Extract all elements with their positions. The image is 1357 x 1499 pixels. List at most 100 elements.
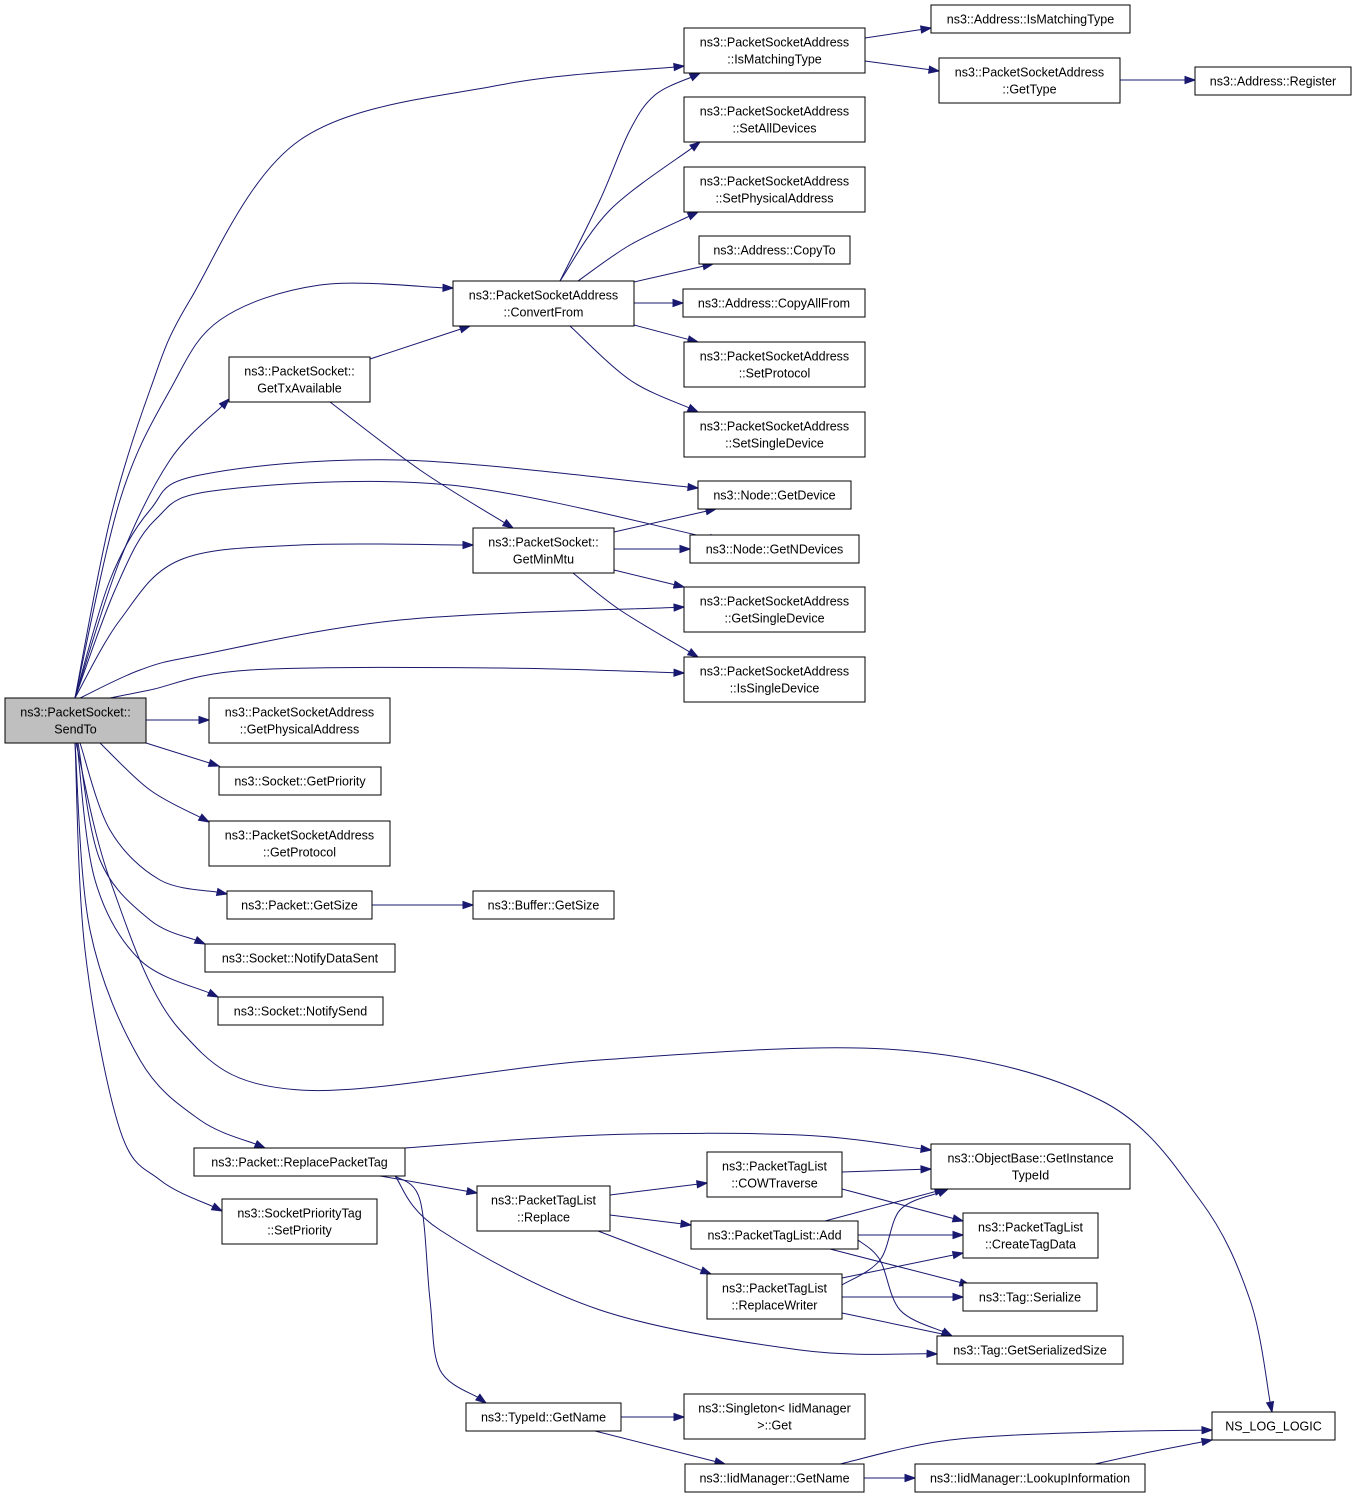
node-node-getdevice[interactable]: ns3::Node::GetDevice [697, 480, 852, 510]
node-pkttaglist-cowtraverse[interactable]: ns3::PacketTagList::COWTraverse [706, 1151, 843, 1198]
edge-line [633, 324, 691, 341]
edge-packet_replacepackettag-to-typeid_getname [394, 1175, 488, 1404]
edge-arrowhead [951, 1251, 965, 1260]
node-box [683, 411, 866, 458]
node-pkttaglist-add[interactable]: ns3::PacketTagList::Add [690, 1220, 859, 1250]
node-label-line: ns3::Singleton< IidManager [698, 1402, 851, 1416]
node-label-line: ::SetAllDevices [732, 122, 816, 136]
node-label-line: ::GetType [1002, 83, 1056, 97]
node-pktsockaddr-convertfrom[interactable]: ns3::PacketSocketAddress::ConvertFrom [452, 280, 635, 327]
edge-arrowhead [193, 935, 207, 945]
node-label-line: ::GetProtocol [263, 846, 336, 860]
node-label-line: ns3::Tag::Serialize [979, 1291, 1081, 1305]
node-pkttaglist-replacewriter[interactable]: ns3::PacketTagList::ReplaceWriter [706, 1273, 843, 1320]
edge-pkttaglist_replacewriter-to-tag_getserializedsize [841, 1312, 954, 1338]
edge-iidmanager_getname-to-iidmanager_lookupinformation [864, 1473, 917, 1483]
edge-arrowhead [1265, 1400, 1275, 1414]
edge-line [829, 1248, 963, 1284]
node-tag-getserializedsize[interactable]: ns3::Tag::GetSerializedSize [936, 1335, 1124, 1365]
node-pktsockaddr-getsingledevice[interactable]: ns3::PacketSocketAddress::GetSingleDevic… [683, 586, 866, 633]
node-label-line: ns3::Socket::NotifySend [234, 1005, 367, 1019]
node-iidmanager-lookupinformation[interactable]: ns3::IidManager::LookupInformation [914, 1463, 1146, 1493]
node-pktsock-gettxavailable[interactable]: ns3::PacketSocket::GetTxAvailable [228, 356, 371, 403]
node-pkttaglist-createtagdata[interactable]: ns3::PacketTagList::CreateTagData [962, 1212, 1099, 1259]
node-label-line: ns3::ObjectBase::GetInstance [947, 1152, 1113, 1166]
edge-line [74, 742, 216, 1208]
node-label-line: ::CreateTagData [985, 1238, 1076, 1252]
node-box [204, 943, 396, 973]
edge-sendto-to-pktsockaddr_convertfrom [74, 282, 455, 699]
node-iidmanager-getname[interactable]: ns3::IidManager::GetName [684, 1463, 865, 1493]
edge-pktsockaddr_convertfrom-to-pktsockaddr_setprotocol [633, 324, 700, 344]
edge-sendto-to-packet_getsize [79, 742, 229, 896]
node-addr-copyallfrom[interactable]: ns3::Address::CopyAllFrom [682, 288, 866, 318]
node-singleton-get[interactable]: ns3::Singleton< IidManager>::Get [683, 1393, 866, 1440]
edge-line [99, 742, 203, 819]
node-tag-serialize[interactable]: ns3::Tag::Serialize [962, 1282, 1098, 1312]
node-pktsockaddr-ismatchingtype[interactable]: ns3::PacketSocketAddress::IsMatchingType [683, 27, 866, 74]
node-pktsockaddr-getprotocol[interactable]: ns3::PacketSocketAddress::GetProtocol [208, 820, 391, 867]
node-sendto[interactable]: ns3::PacketSocket::SendTo [4, 697, 147, 744]
node-box [930, 4, 1131, 34]
node-label-line: ns3::PacketSocket:: [20, 706, 130, 720]
node-label-line: ns3::Buffer::GetSize [488, 899, 600, 913]
node-socket-notifysend[interactable]: ns3::Socket::NotifySend [217, 996, 384, 1026]
node-label-line: TypeId [1012, 1169, 1050, 1183]
node-label-line: ::COWTraverse [731, 1177, 817, 1191]
node-buffer-getsize[interactable]: ns3::Buffer::GetSize [472, 890, 615, 920]
edge-arrowhead [218, 397, 231, 410]
node-addr-ismatchingtype[interactable]: ns3::Address::IsMatchingType [930, 4, 1131, 34]
node-addr-copyto[interactable]: ns3::Address::CopyTo [698, 235, 851, 265]
edge-sendto-to-socket_notifysend [76, 742, 220, 998]
edge-line [74, 282, 446, 699]
edge-iidmanager_lookupinformation-to-ns_log_logic [1094, 1437, 1214, 1465]
edge-line [74, 742, 258, 1146]
node-packet-getsize[interactable]: ns3::Packet::GetSize [226, 890, 373, 920]
node-pkttaglist-replace[interactable]: ns3::PacketTagList::Replace [476, 1185, 611, 1232]
node-pktsockaddr-setprotocol[interactable]: ns3::PacketSocketAddress::SetProtocol [683, 341, 866, 388]
node-label-line: ns3::PacketSocketAddress [700, 665, 849, 679]
node-label-line: ns3::Tag::GetSerializedSize [953, 1344, 1107, 1358]
node-typeid-getname[interactable]: ns3::TypeId::GetName [465, 1402, 622, 1432]
node-node-getndevices[interactable]: ns3::Node::GetNDevices [689, 534, 860, 564]
edge-arrowhead [198, 715, 211, 725]
edge-arrowhead [679, 544, 692, 554]
edge-arrowhead [920, 25, 933, 34]
node-box [914, 1463, 1146, 1493]
node-box [208, 820, 391, 867]
node-socketprioritytag-setpriority[interactable]: ns3::SocketPriorityTag::SetPriority [221, 1198, 378, 1245]
edge-packet_replacepackettag-to-objectbase_getinstancetypeid [404, 1132, 933, 1153]
node-pktsockaddr-getphysicaladdress[interactable]: ns3::PacketSocketAddress::GetPhysicalAdd… [208, 697, 391, 744]
node-addr-register[interactable]: ns3::Address::Register [1194, 66, 1352, 96]
node-label-line: NS_LOG_LOGIC [1225, 1420, 1322, 1434]
edge-sendto-to-pktsockaddr_getsingledevice [79, 603, 686, 699]
node-pktsock-getminmtu[interactable]: ns3::PacketSocket::GetMinMtu [472, 527, 615, 574]
node-label-line: ns3::Socket::GetPriority [234, 775, 366, 789]
edge-sendto-to-ns_log_logic [75, 742, 1275, 1414]
node-label-line: ::SetProtocol [739, 367, 811, 381]
edge-line [841, 1312, 945, 1335]
node-pktsockaddr-setsingledevice[interactable]: ns3::PacketSocketAddress::SetSingleDevic… [683, 411, 866, 458]
node-label-line: ns3::PacketSocketAddress [955, 66, 1104, 80]
node-ns-log-logic[interactable]: NS_LOG_LOGIC [1211, 1411, 1336, 1441]
node-label-line: ns3::Node::GetDevice [713, 489, 835, 503]
node-pktsockaddr-setalldevices[interactable]: ns3::PacketSocketAddress::SetAllDevices [683, 96, 866, 143]
edge-arrowhead [474, 1393, 488, 1404]
node-packet-replacepackettag[interactable]: ns3::Packet::ReplacePacketTag [193, 1147, 406, 1177]
node-label-line: ::SetPriority [267, 1224, 332, 1238]
edge-line [74, 404, 224, 699]
node-socket-notifydatasent[interactable]: ns3::Socket::NotifyDataSent [204, 943, 396, 973]
node-pktsockaddr-setphysicaladdress[interactable]: ns3::PacketSocketAddress::SetPhysicalAdd… [683, 166, 866, 213]
edge-pkttaglist_add-to-tag_getserializedsize [857, 1239, 954, 1337]
node-pktsockaddr-gettype[interactable]: ns3::PacketSocketAddress::GetType [938, 57, 1121, 104]
node-socket-getpriority[interactable]: ns3::Socket::GetPriority [218, 766, 382, 796]
edge-pkttaglist_replace-to-pkttaglist_add [609, 1214, 693, 1228]
edge-line [609, 1183, 700, 1196]
edge-line [633, 265, 706, 283]
node-label-line: ns3::IidManager::GetName [699, 1472, 849, 1486]
edge-arrowhead [688, 72, 702, 82]
node-pktsockaddr-issingledevice[interactable]: ns3::PacketSocketAddress::IsSingleDevice [683, 656, 866, 703]
edge-line [824, 1190, 938, 1222]
node-label-line: ns3::PacketSocketAddress [700, 175, 849, 189]
